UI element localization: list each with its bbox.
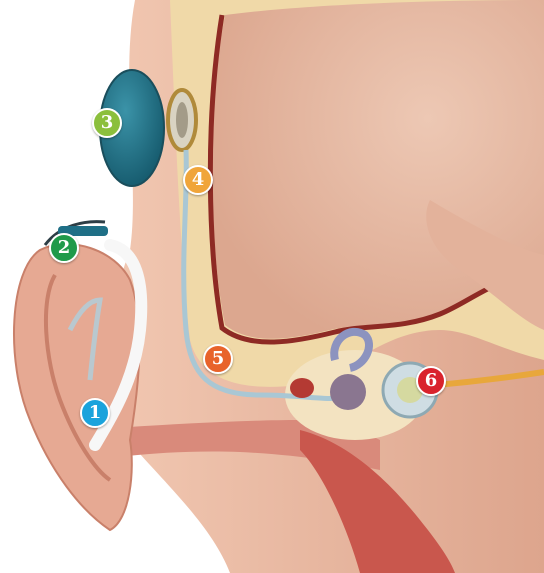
callout-5: 5 xyxy=(203,344,233,374)
malleus xyxy=(290,378,314,398)
callout-3: 3 xyxy=(92,108,122,138)
callout-6: 6 xyxy=(416,366,446,396)
callout-1: 1 xyxy=(80,398,110,428)
callout-4: 4 xyxy=(183,165,213,195)
incus xyxy=(330,374,366,410)
internal-receiver-core xyxy=(176,102,188,138)
callout-2: 2 xyxy=(49,233,79,263)
